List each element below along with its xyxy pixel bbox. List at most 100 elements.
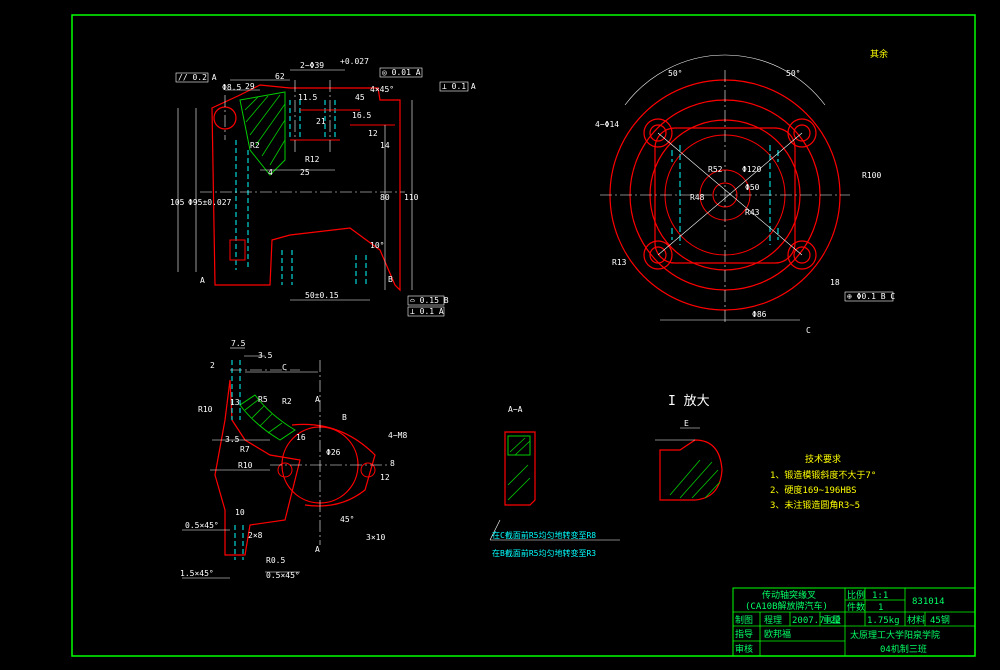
detail-i: I 放大 E [655, 394, 723, 501]
angle-50-right: 50° [786, 69, 800, 78]
section-view: 7.5 3.5 2 C A A B R10 13 R5 R2 4−M8 3.5 … [180, 339, 407, 580]
dim-r2: R2 [250, 141, 260, 150]
drawn-name: 程理 [764, 615, 782, 626]
review-label: 审核 [735, 643, 753, 655]
count-label: 件数 [847, 601, 865, 613]
dim-phi95: Φ95±0.027 [188, 198, 232, 207]
part-name-2: (CA10B解放牌汽车) [745, 600, 828, 612]
top-view-centerlines [200, 80, 405, 193]
angle-50-left: 50° [668, 69, 682, 78]
dim-15x45: 1.5×45° [180, 569, 214, 578]
dim-29: 29 [245, 82, 255, 91]
tech-title: 技术要求 [805, 453, 841, 465]
dim-2x8: 2×8 [248, 531, 263, 540]
detail-i-label: I 放大 [668, 394, 710, 409]
tech-requirements: 技术要求 1、锻造模锻斜度不大于7° 2、硬度169~196HBS 3、未注锻造… [770, 453, 876, 511]
dim-10b: 10 [235, 508, 245, 517]
gdt-flatness: ⊥ 0.1 A [442, 82, 476, 91]
top-view-hatch-outline [239, 91, 286, 176]
section-aa-note-1: 在C截面前R5均匀地转变至R8 [492, 530, 596, 540]
gdt-parallel: // 0.2 A [178, 73, 217, 82]
dim-13: 13 [230, 398, 240, 407]
dim-3-5: 3.5 [258, 351, 273, 360]
dim-21: 21 [316, 117, 326, 126]
top-view-dimension-lines [177, 69, 413, 301]
detail-i-shape [659, 439, 723, 501]
class-name: 04机制三班 [880, 643, 927, 655]
top-view-hatch [244, 94, 286, 166]
dim-05x45b: 0.5×45° [266, 571, 300, 580]
dim-16: 16 [296, 433, 306, 442]
dim-r7: R7 [240, 445, 250, 454]
circle-view: 50° 50° 4−Φ14 R52 Φ120 R48 Φ50 R43 R100 … [595, 48, 895, 335]
dim-phi26: Φ26 [326, 448, 341, 457]
top-view-outline [211, 84, 401, 292]
circle-view-centerlines [600, 70, 850, 325]
dim-4: 4 [268, 168, 273, 177]
dim-r10: R10 [198, 405, 213, 414]
dim-45: 45 [355, 93, 365, 102]
datum-a-marker: A [200, 276, 205, 285]
dim-b: B [342, 413, 347, 422]
dim-3-5b: 3.5 [225, 435, 240, 444]
dim-r13: R13 [612, 258, 627, 267]
top-view-gdt-frames [175, 67, 469, 317]
flange-square [654, 127, 796, 264]
gdt-bottom-1: ⌓ 0.15 B [410, 296, 449, 305]
dim-05x45a: 0.5×45° [185, 521, 219, 530]
section-outline [214, 379, 301, 556]
section-aa-shape [504, 431, 536, 506]
dim-tol-depth: +0.027 [340, 57, 369, 66]
dim-7-5: 7.5 [231, 339, 246, 348]
dim-18: 18 [830, 278, 840, 287]
section-aa: A−A 在C截面前R5均匀地转变至R8 在B截面前R5均匀地转变至R3 [489, 405, 620, 558]
datum-c: C [806, 326, 811, 335]
dim-105: 105 [170, 198, 185, 207]
dim-r100: R100 [862, 171, 881, 180]
tech-item-3: 3、未注锻造圆角R3~5 [770, 499, 860, 511]
dim-16-5: 16.5 [352, 111, 371, 120]
gdt-bottom-2: ⊥ 0.1 A [410, 307, 444, 316]
dim-phi86: Φ86 [752, 310, 767, 319]
dim-10deg: 10° [370, 241, 384, 250]
section-aa-label: A−A [508, 405, 523, 414]
dim-14: 14 [380, 141, 390, 150]
dim-r12: R12 [305, 155, 320, 164]
drawing-number: 831014 [912, 597, 945, 607]
datum-b-marker: B [388, 275, 393, 284]
dim-c: C [282, 363, 287, 372]
section-a-top: A [315, 395, 320, 404]
dim-r52: R52 [708, 165, 723, 174]
guide-name: 欧邦福 [764, 628, 791, 640]
count-value: 1 [878, 603, 883, 613]
tech-item-2: 2、硬度169~196HBS [770, 484, 857, 496]
dim-11-5: 11.5 [298, 93, 317, 102]
dim-r43: R43 [745, 208, 760, 217]
dim-2: 2 [210, 361, 215, 370]
school-name: 太原理工大学阳泉学院 [850, 629, 940, 641]
detail-i-dim-e: E [684, 419, 689, 428]
dim-110: 110 [404, 193, 419, 202]
drawn-label: 制图 [735, 614, 753, 626]
bolt-holes [643, 118, 817, 270]
dim-4-holes: 4−Φ14 [595, 120, 619, 129]
dim-phi8: Φ8.5 [222, 83, 241, 92]
dim-4-m8: 4−M8 [388, 431, 407, 440]
part-name-1: 传动轴突缘叉 [762, 589, 816, 601]
dim-r5: R5 [258, 395, 268, 404]
section-aa-note-2: 在B截面前R5均匀地转变至R3 [492, 548, 596, 558]
dim-r48: R48 [690, 193, 705, 202]
gdt-position: ◎ 0.01 A [382, 68, 421, 77]
scale-label: 比例 [847, 589, 865, 601]
material-value: 45钢 [930, 614, 950, 626]
section-hatch [239, 394, 296, 441]
dim-2x39: 2−Φ39 [300, 61, 324, 70]
angle-arc [624, 54, 826, 106]
dim-3x10: 3×10 [366, 533, 385, 542]
dim-r05: R0.5 [266, 556, 285, 565]
title-block: 传动轴突缘叉 (CA10B解放牌汽车) 比例 1:1 件数 1 831014 制… [732, 587, 976, 657]
dim-80: 80 [380, 193, 390, 202]
dim-phi50: Φ50 [745, 183, 760, 192]
dim-12b: 12 [380, 473, 390, 482]
dim-62: 62 [275, 72, 285, 81]
